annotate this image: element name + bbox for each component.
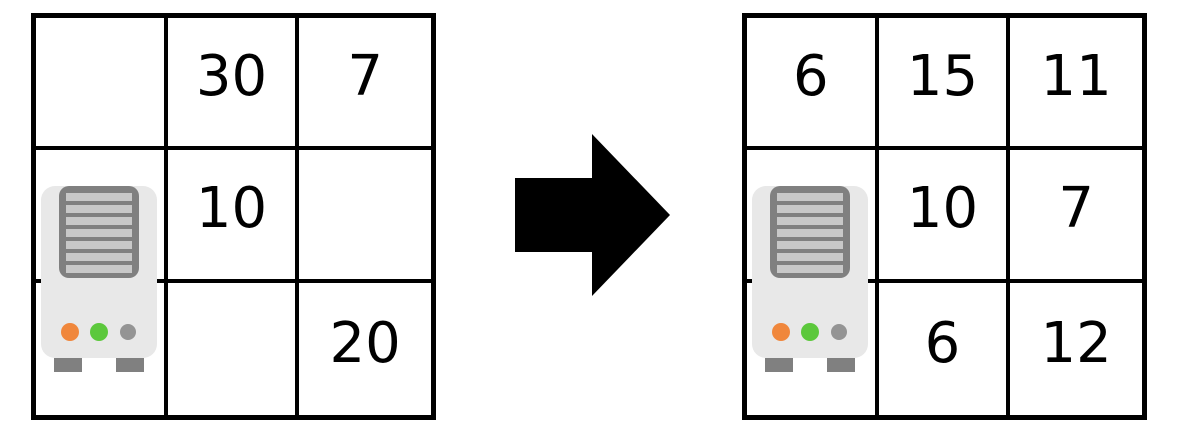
cell-value: 10 bbox=[195, 176, 268, 242]
grid-cell[interactable]: 30 bbox=[167, 18, 300, 151]
arrow-right-icon bbox=[515, 134, 670, 296]
grid-cell[interactable]: 12 bbox=[1010, 283, 1142, 415]
cell-value: 11 bbox=[1040, 44, 1112, 110]
cell-value: 6 bbox=[793, 44, 829, 110]
grid-cell[interactable]: 7 bbox=[299, 18, 431, 151]
cell-value: 10 bbox=[906, 176, 979, 242]
grid-cell[interactable] bbox=[747, 282, 879, 415]
robot-icon[interactable] bbox=[41, 186, 157, 378]
grid-cell[interactable] bbox=[36, 18, 168, 151]
grid-cell[interactable]: 10 bbox=[167, 150, 300, 283]
cell-value: 7 bbox=[347, 44, 383, 110]
grid-cell[interactable]: 15 bbox=[878, 18, 1011, 151]
grid-cell[interactable]: 10 bbox=[878, 150, 1011, 283]
cell-value: 6 bbox=[924, 310, 961, 376]
grid-cell[interactable]: 6 bbox=[747, 18, 879, 151]
cell-value: 30 bbox=[195, 44, 268, 110]
grid-cell[interactable]: 6 bbox=[879, 282, 1011, 415]
grid-cell[interactable] bbox=[299, 150, 431, 283]
cell-value: 7 bbox=[1058, 176, 1094, 242]
grid-cell[interactable]: 20 bbox=[299, 283, 431, 415]
robot-icon[interactable] bbox=[752, 186, 868, 378]
grid-cell[interactable] bbox=[36, 282, 168, 415]
grid-cell[interactable]: 11 bbox=[1010, 18, 1142, 151]
grid-cell[interactable]: 7 bbox=[1010, 150, 1142, 283]
grid-cell[interactable] bbox=[168, 282, 300, 415]
cell-value: 20 bbox=[329, 310, 401, 376]
cell-value: 15 bbox=[906, 44, 979, 110]
cell-value: 12 bbox=[1040, 310, 1112, 376]
